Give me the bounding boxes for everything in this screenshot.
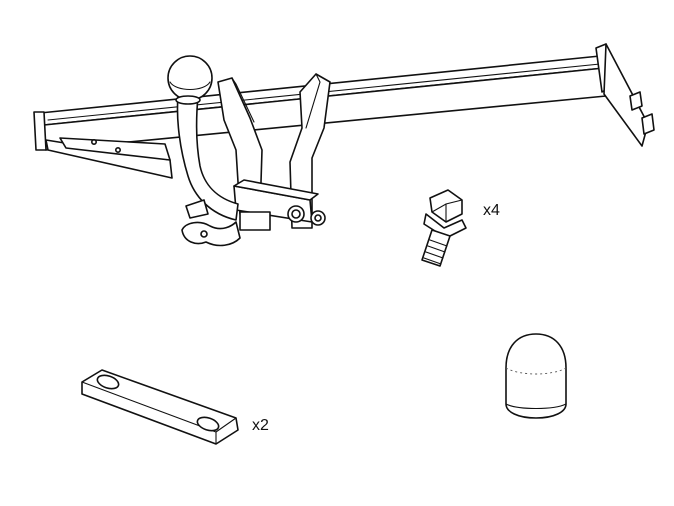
plate-quantity-label: x2 bbox=[252, 417, 269, 434]
spacer-plate-icon bbox=[81, 369, 239, 445]
bolt-icon bbox=[421, 189, 467, 267]
towball-cap-icon bbox=[505, 333, 567, 419]
bolt-quantity-label: x4 bbox=[483, 202, 500, 219]
towbar-icon bbox=[33, 43, 655, 247]
